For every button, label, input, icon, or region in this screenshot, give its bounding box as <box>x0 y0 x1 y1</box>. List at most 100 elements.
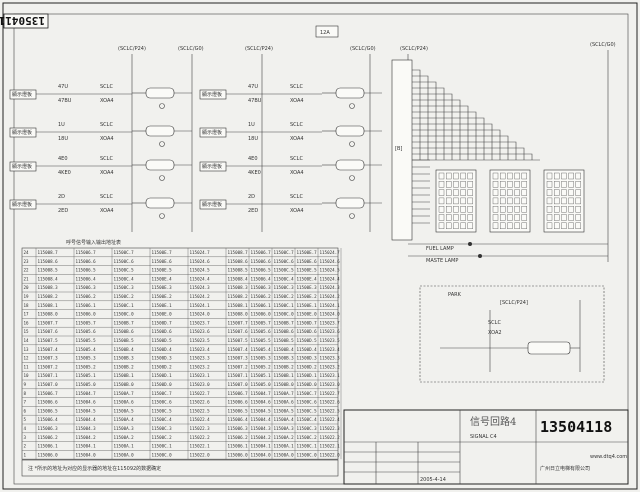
terminal-node <box>349 141 355 147</box>
table-cell-mirror: 11500A.0 <box>274 452 295 457</box>
table-cell: 115007.0 <box>38 382 59 387</box>
output-label: 47BU <box>248 98 262 104</box>
sheet-tag-box <box>315 25 339 38</box>
table-cell: 11500D.4 <box>152 347 173 352</box>
table-cell-mirror: 11500B.0 <box>274 382 295 387</box>
table-cell-mirror: 115024.3 <box>320 285 341 290</box>
matrix-cell <box>507 222 513 230</box>
table-cell-mirror: 115023.6 <box>320 329 341 334</box>
relay-sub-label: XOA4 <box>290 208 304 214</box>
table-cell-mirror: 11500E.0 <box>297 312 318 317</box>
matrix-cell <box>507 172 513 180</box>
table-cell-mirror: 115022.3 <box>320 426 341 431</box>
fanout-lines <box>412 69 540 224</box>
park-xoa-label: XOA2 <box>488 330 502 336</box>
relay-coil <box>335 159 365 171</box>
matrix-cell <box>554 197 560 205</box>
table-cell-mirror: 115007.1 <box>228 373 249 378</box>
matrix-cell <box>554 222 560 230</box>
table-cell-mirror: 115008.2 <box>228 294 249 299</box>
matrix-cell <box>561 214 567 221</box>
table-cell-mirror: 115005.4 <box>251 347 272 352</box>
table-cell-mirror: 115008.6 <box>228 259 249 264</box>
table-cell: 11500C.7 <box>114 250 135 255</box>
matrix-cell <box>453 197 459 205</box>
table-cell: 11500C.0 <box>114 312 135 317</box>
table-cell-mirror: 115008.5 <box>228 268 249 273</box>
matrix-cell <box>568 181 574 188</box>
matrix-cell <box>438 222 445 230</box>
table-cell-mirror: 115024.7 <box>320 250 341 255</box>
table-cell-mirror: 11500D.0 <box>297 382 318 387</box>
table-cell: 11500A.2 <box>114 435 135 440</box>
table-cell: 115024.5 <box>190 268 211 273</box>
fanout-wire <box>412 69 421 160</box>
table-cell: 115008.4 <box>38 276 59 281</box>
table-index-cell: 6 <box>24 408 27 413</box>
relay-coil <box>145 87 175 99</box>
table-cell: 11500C.1 <box>152 444 173 449</box>
indicator-box <box>199 199 227 210</box>
indicator-label: 顯示燈板 <box>202 201 222 208</box>
table-cell: 11500A.5 <box>114 408 135 413</box>
indicator-box <box>199 89 227 100</box>
terminal-node <box>349 213 355 219</box>
matrix-cell <box>492 181 499 188</box>
table-cell-mirror: 115023.7 <box>320 320 341 325</box>
table-cell-mirror: 115022.4 <box>320 417 341 422</box>
table-cell: 115006.4 <box>38 417 59 422</box>
table-cell-mirror: 115007.5 <box>228 338 249 343</box>
table-cell-mirror: 11500D.1 <box>297 373 318 378</box>
table-cell: 115007.2 <box>38 364 59 369</box>
matrix-cell <box>568 172 574 180</box>
table-cell: 11500D.3 <box>152 356 173 361</box>
table-cell-mirror: 11500C.7 <box>297 391 318 396</box>
matrix-cell <box>546 205 553 213</box>
relay-sub-label: XOA4 <box>100 170 114 176</box>
bus-label-p24-b: (SCLC/P24) <box>245 46 273 52</box>
table-cell-mirror: 11500C.5 <box>297 408 318 413</box>
table-cell: 11500B.0 <box>114 382 135 387</box>
table-cell: 115005.7 <box>76 320 97 325</box>
matrix-cell <box>446 189 452 196</box>
relay-coil <box>145 159 175 171</box>
park-label: PARK <box>448 292 462 298</box>
table-cell: 11500E.6 <box>152 259 173 264</box>
relay-label: SCLC <box>290 194 303 200</box>
fanout-wire <box>412 105 469 160</box>
table-cell-mirror: 115008.4 <box>228 276 249 281</box>
table-index-cell: 14 <box>24 338 30 343</box>
table-cell-mirror: 11500A.3 <box>274 426 295 431</box>
relay-label: SCLC <box>100 156 113 162</box>
table-cell-mirror: 115005.7 <box>251 320 272 325</box>
table-cell: 115006.2 <box>38 435 59 440</box>
table-index-cell: 10 <box>24 373 30 378</box>
sheet-tag: 12A <box>320 30 330 36</box>
terminal-node <box>159 103 165 109</box>
table-cell-mirror: 115007.7 <box>228 320 249 325</box>
matrix-cell <box>492 172 499 180</box>
table-cell: 115006.0 <box>38 452 59 457</box>
table-cell-mirror: 115008.1 <box>228 303 249 308</box>
matrix-cell <box>460 172 466 180</box>
matrix-cell <box>507 214 513 221</box>
inner-border <box>13 13 629 485</box>
table-index-cell: 16 <box>24 320 30 325</box>
table-cell: 115006.7 <box>38 391 59 396</box>
matrix-cell <box>546 222 553 230</box>
table-cell-mirror: 115006.4 <box>251 276 272 281</box>
table-index-cell: 2 <box>24 444 27 449</box>
table-cell-mirror: 115006.5 <box>228 408 249 413</box>
matrix-cell <box>438 197 445 205</box>
table-cell-mirror: 115023.2 <box>320 364 341 369</box>
table-cell: 11500C.3 <box>114 285 135 290</box>
maste-lamp-label: MASTE LAMP <box>426 258 458 264</box>
indicator-label: 顯示燈板 <box>12 201 32 208</box>
table-cell-mirror: 115007.6 <box>228 329 249 334</box>
matrix-cell <box>514 181 520 188</box>
